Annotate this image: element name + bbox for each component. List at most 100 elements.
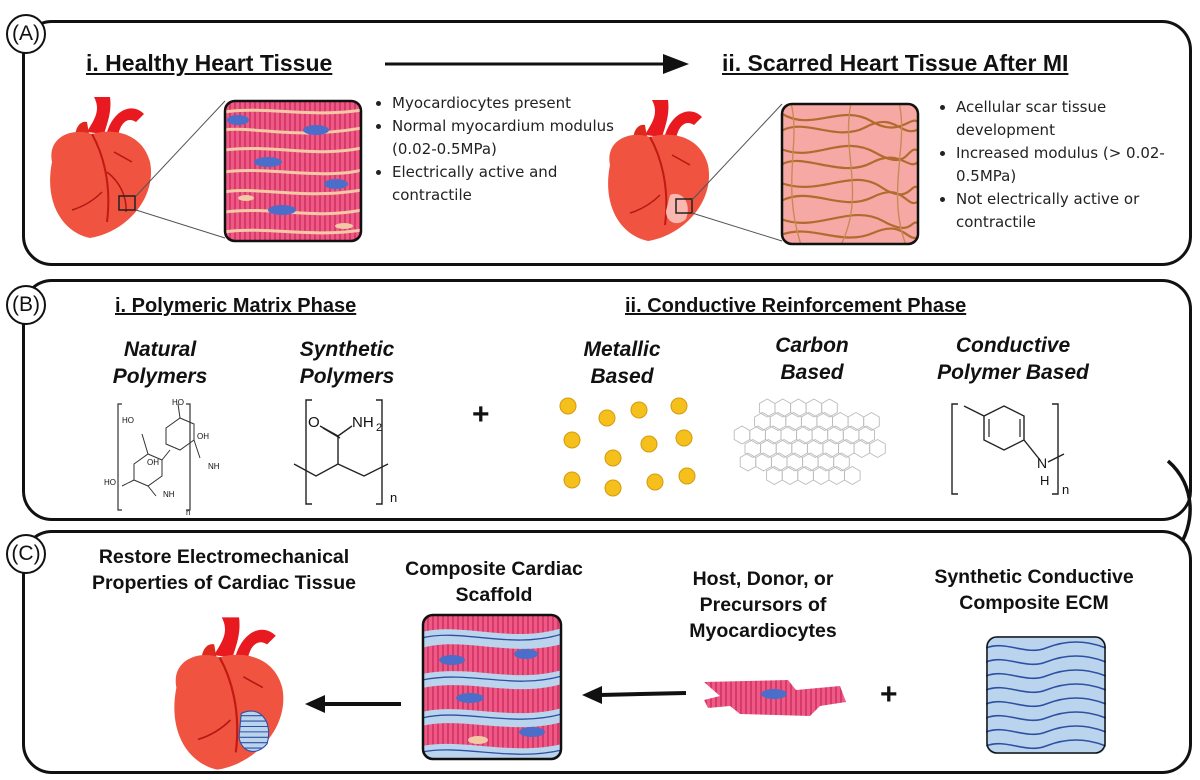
graphene-hexagon <box>847 411 865 432</box>
graphene-hexagon <box>781 465 799 486</box>
graphene-hexagon <box>811 425 829 445</box>
scarred-bullet: Increased modulus (> 0.02-0.5MPa) <box>956 142 1166 188</box>
metallic-nanoparticles <box>559 397 696 497</box>
graphene-hexagon <box>842 425 860 445</box>
healthy-tissue-zoom <box>223 99 363 243</box>
graphene-hexagon <box>754 411 771 432</box>
plus-sign-c: + <box>880 678 898 711</box>
chem-label: n <box>1062 482 1070 497</box>
scarred-heart-icon <box>608 100 710 241</box>
graphene-hexagon <box>844 465 861 486</box>
progression-arrow <box>385 54 689 74</box>
chem-label: O <box>308 414 320 431</box>
graphene-hexagon <box>805 398 823 418</box>
graphene-hexagon <box>832 411 849 432</box>
graphene-hexagon <box>817 452 835 472</box>
graphene-hexagon <box>797 465 814 486</box>
restored-heart-icon <box>174 617 284 770</box>
graphene-hexagon <box>822 438 839 459</box>
arrow-to-heart <box>305 695 401 713</box>
chem-label: H <box>1040 473 1050 488</box>
conductive-polymer-based-label: Conductive Polymer Based <box>937 334 1089 384</box>
graphene-hexagon <box>790 398 807 418</box>
polymeric-matrix-title: i. Polymeric Matrix Phase <box>115 295 357 317</box>
graphene-hexagon <box>780 425 798 445</box>
myocardiocytes-title: Host, Donor, or Precursors of Myocardioc… <box>689 568 837 642</box>
graphene-hexagon <box>812 465 830 486</box>
graphene-hexagon <box>758 398 776 418</box>
graphene-hexagon <box>791 438 808 459</box>
chem-label: n <box>390 490 398 505</box>
graphene-hexagon <box>833 452 850 472</box>
graphene-hexagon <box>749 425 766 445</box>
arrow-to-scaffold <box>582 686 687 704</box>
plus-sign-b: + <box>472 398 490 431</box>
chem-label: NH <box>352 414 374 431</box>
composite-scaffold-title: Composite Cardiac Scaffold <box>405 558 583 606</box>
scarred-tissue-title: ii. Scarred Heart Tissue After MI <box>722 50 1069 76</box>
graphene-hexagon <box>770 452 788 472</box>
metallic-based-label: Metallic Based <box>583 338 661 388</box>
graphene-hexagon <box>744 438 762 459</box>
graphene-hexagon <box>800 411 818 432</box>
healthy-bullet: Electrically active and contractile <box>392 161 622 207</box>
chem-label: 2 <box>376 422 383 434</box>
scarred-tissue-zoom <box>780 102 920 246</box>
panel-a <box>22 20 1192 266</box>
graphene-hexagon <box>816 411 833 432</box>
graphene-hexagon <box>806 438 824 459</box>
panel-b <box>22 279 1192 521</box>
chem-label: HO <box>122 416 134 425</box>
chem-label: OH <box>197 432 209 441</box>
chem-label: NH <box>208 462 220 471</box>
scarred-bullets: Acellular scar tissue development Increa… <box>938 96 1166 234</box>
graphene-hexagon <box>828 465 845 486</box>
graphene-hexagon <box>774 398 792 418</box>
carbon-based-label: Carbon Based <box>775 334 849 384</box>
scarred-bullet: Acellular scar tissue development <box>956 96 1166 142</box>
graphene-hexagon <box>760 438 777 459</box>
natural-polymer-structure <box>117 403 201 511</box>
graphene-hexagon <box>785 411 802 432</box>
synthetic-ecm-title: Synthetic Conductive Composite ECM <box>934 566 1134 614</box>
synthetic-ecm-image <box>986 636 1106 754</box>
chem-label: NH <box>163 490 175 499</box>
healthy-bullet: Myocardiocytes present <box>392 92 622 115</box>
panel-a-label: (A) <box>6 14 46 54</box>
chem-label: OH <box>147 458 159 467</box>
natural-polymers-label: Natural Polymers <box>112 338 208 388</box>
graphene-hexagon <box>863 411 880 432</box>
healthy-tissue-title: i. Healthy Heart Tissue <box>86 50 333 76</box>
graphene-hexagon <box>755 452 772 472</box>
graphene-hexagon <box>739 452 757 472</box>
graphene-hexagon <box>764 425 782 445</box>
graphene-hexagon <box>869 438 886 459</box>
graphene-hexagon <box>775 438 793 459</box>
graphene-hexagon <box>796 425 813 445</box>
chem-label: n <box>186 508 191 517</box>
synthetic-polymer-structure <box>293 399 389 505</box>
synthetic-polymers-label: Synthetic Polymers <box>299 338 395 388</box>
graphene-hexagon <box>802 452 819 472</box>
healthy-bullet: Normal myocardium modulus (0.02-0.5MPa) <box>392 115 622 161</box>
chem-label: HO <box>172 398 184 407</box>
restore-properties-title: Restore Electromechanical Properties of … <box>91 546 357 594</box>
polyaniline-structure <box>951 403 1065 495</box>
graphene-hexagon <box>858 425 875 445</box>
graphene-hexagon <box>827 425 844 445</box>
panel-c-label: (C) <box>6 534 46 574</box>
healthy-heart-icon <box>50 97 152 238</box>
panel-b-label: (B) <box>6 285 46 325</box>
myocardiocyte-cell <box>704 680 846 716</box>
graphene-hexagon <box>733 425 751 445</box>
graphene-lattice <box>733 398 886 486</box>
graphene-hexagon <box>786 452 804 472</box>
graphene-hexagon <box>769 411 787 432</box>
graphene-hexagon <box>766 465 783 486</box>
healthy-bullets: Myocardiocytes present Normal myocardium… <box>374 92 622 207</box>
chem-label: HO <box>104 478 116 487</box>
conductive-reinforcement-title: ii. Conductive Reinforcement Phase <box>625 295 967 317</box>
graphene-hexagon <box>838 438 855 459</box>
graphene-hexagon <box>821 398 838 418</box>
